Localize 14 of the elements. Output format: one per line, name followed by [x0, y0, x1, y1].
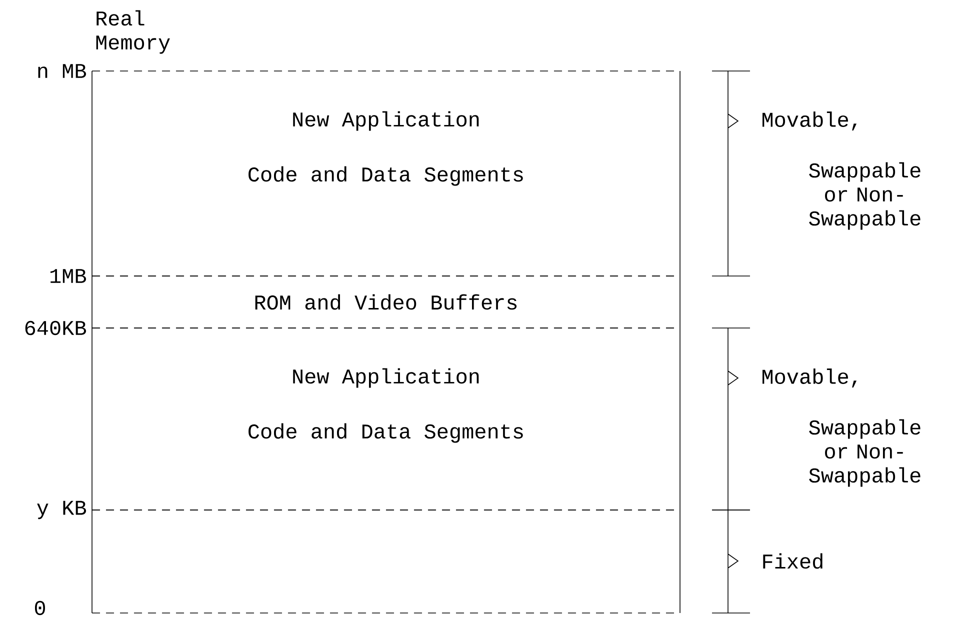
- memory-band: ROM and Video Buffers: [92, 276, 680, 328]
- axis-label: 640KB: [25, 320, 86, 336]
- side-note: Swappable or Non-Swappable: [809, 419, 920, 487]
- memory-band: New Application Code and Data Segments: [92, 70, 680, 276]
- side-note: Swappable or Non-Swappable: [809, 162, 920, 230]
- axis-label: y KB: [37, 500, 86, 520]
- side-note: Movable,: [762, 112, 856, 130]
- side-note: Movable,: [762, 368, 856, 388]
- memory-band: [92, 510, 680, 614]
- memory-band: New Application Code and Data Segments: [92, 328, 680, 510]
- axis-label: n MB: [38, 64, 86, 78]
- axis-label: 1MB: [50, 269, 86, 283]
- side-note: Fixed: [763, 553, 822, 569]
- axis-label: 0: [34, 600, 46, 616]
